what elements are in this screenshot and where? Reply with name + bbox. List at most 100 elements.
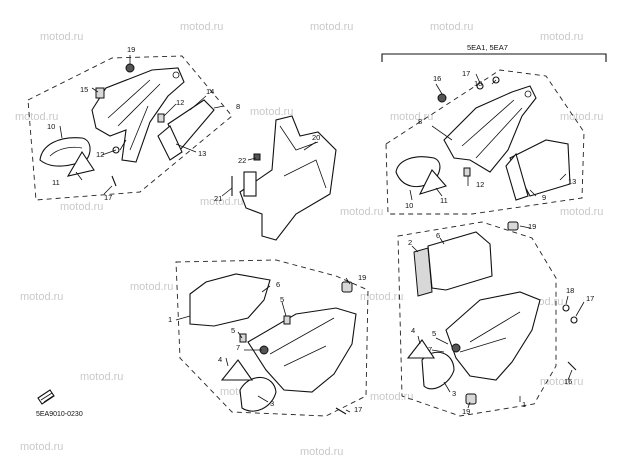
callout-18: 18 — [566, 286, 574, 295]
watermark-text: motod.ru — [370, 391, 413, 403]
watermark-text: motod.ru — [300, 446, 343, 458]
collar — [157, 113, 165, 123]
bracket-ribs — [107, 79, 161, 151]
collar — [283, 315, 291, 325]
callout-4: 4 — [411, 326, 415, 335]
callout-15: 15 — [80, 85, 88, 94]
nut — [125, 63, 135, 73]
callout-3: 3 — [452, 389, 456, 398]
callout-18: 18 — [474, 79, 482, 88]
callout-5: 5 — [432, 329, 436, 338]
callout-17: 17 — [462, 69, 470, 78]
callout-10: 10 — [47, 122, 55, 131]
watermark-text: motod.ru — [560, 111, 603, 123]
collar — [562, 304, 570, 312]
cover-ribs — [269, 317, 335, 367]
watermark-text: motod.ru — [200, 196, 243, 208]
callout-12: 12 — [476, 180, 484, 189]
leader-lines — [175, 277, 351, 413]
callout-11: 11 — [52, 178, 60, 187]
leader-lines — [221, 141, 317, 197]
watermark-text: motod.ru — [20, 291, 63, 303]
collar — [239, 333, 247, 343]
bracket-hole — [524, 90, 532, 98]
callout-9: 9 — [542, 193, 546, 202]
upper-left-assembly — [27, 55, 233, 201]
book-icon-shape — [37, 389, 55, 405]
upper-right-assembly — [381, 53, 607, 231]
watermark-text: motod.ru — [430, 21, 473, 33]
callout-10: 10 — [405, 201, 413, 210]
callout-13: 13 — [198, 149, 206, 158]
watermark-text: motod.ru — [540, 31, 583, 43]
callout-1: 1 — [168, 315, 172, 324]
plate-bolt — [253, 153, 261, 161]
watermark-text: motod.ru — [560, 206, 603, 218]
plate-ribs — [279, 125, 327, 189]
rubber-mount — [465, 393, 477, 405]
damper-pad-side — [157, 125, 183, 161]
callout-5: 5 — [280, 295, 284, 304]
callout-6: 6 — [276, 280, 280, 289]
watermark-text: motod.ru — [40, 31, 83, 43]
callout-8: 8 — [236, 102, 240, 111]
damper-pad — [189, 273, 271, 327]
callout-16: 16 — [433, 74, 441, 83]
callout-7: 7 — [236, 343, 240, 352]
callout-19: 19 — [358, 273, 366, 282]
manual-icon — [37, 389, 55, 405]
variant-label: 5EA1, 5EA7 — [467, 43, 508, 52]
side-cover — [247, 307, 357, 393]
watermark-text: motod.ru — [540, 376, 583, 388]
washer — [570, 316, 578, 324]
watermark-text: motod.ru — [130, 281, 173, 293]
callout-17: 17 — [586, 294, 594, 303]
group-boundary — [175, 259, 369, 417]
callout-4: 4 — [218, 355, 222, 364]
watermark-layer: motod.ru motod.ru motod.ru motod.ru moto… — [15, 21, 603, 458]
watermark-text: motod.ru — [360, 291, 403, 303]
rubber-mount — [341, 281, 353, 293]
damper-strip — [413, 247, 433, 297]
watermark-text: motod.ru — [20, 441, 63, 453]
callout-19: 19 — [462, 407, 470, 416]
side-cover-bracket — [91, 67, 185, 163]
grommet — [463, 167, 471, 177]
mounting-plate — [239, 115, 337, 241]
emblem-plate — [239, 376, 277, 412]
emblem-edge — [49, 146, 83, 157]
emblem-wedge — [418, 169, 447, 195]
cover-ribs — [459, 311, 521, 353]
leader-lines — [59, 55, 225, 195]
watermark-text: motod.ru — [80, 371, 123, 383]
callout-21: 21 — [214, 194, 222, 203]
callout-6: 6 — [436, 231, 440, 240]
leader-lines — [411, 237, 585, 409]
watermark-text: motod.ru — [390, 111, 433, 123]
callout-1: 1 — [522, 400, 526, 409]
callout-20: 20 — [312, 133, 320, 142]
callout-7: 7 — [428, 345, 432, 354]
figure-code: 5EA9010-0230 — [36, 411, 83, 418]
watermark-text: motod.ru — [250, 106, 293, 118]
bracket-ribs — [461, 99, 523, 159]
watermark-text: motod.ru — [60, 201, 103, 213]
callout-12: 12 — [96, 150, 104, 159]
damper-pad-side — [505, 152, 529, 201]
group-boundary — [27, 55, 233, 201]
watermark-text: motod.ru — [180, 21, 223, 33]
book-icon-lines — [40, 392, 54, 403]
side-cover — [445, 291, 541, 381]
callout-22: 22 — [238, 156, 246, 165]
callout-19: 19 — [528, 222, 536, 231]
leader-lines — [409, 73, 567, 229]
bolt — [437, 93, 447, 103]
callout-2: 2 — [408, 238, 412, 247]
damper-pad — [427, 231, 493, 291]
callout-19: 19 — [127, 45, 135, 54]
emblem-plate — [421, 351, 455, 390]
group-boundary — [397, 221, 557, 417]
lower-middle-assembly — [175, 259, 369, 417]
emblem-wedge — [220, 359, 254, 381]
